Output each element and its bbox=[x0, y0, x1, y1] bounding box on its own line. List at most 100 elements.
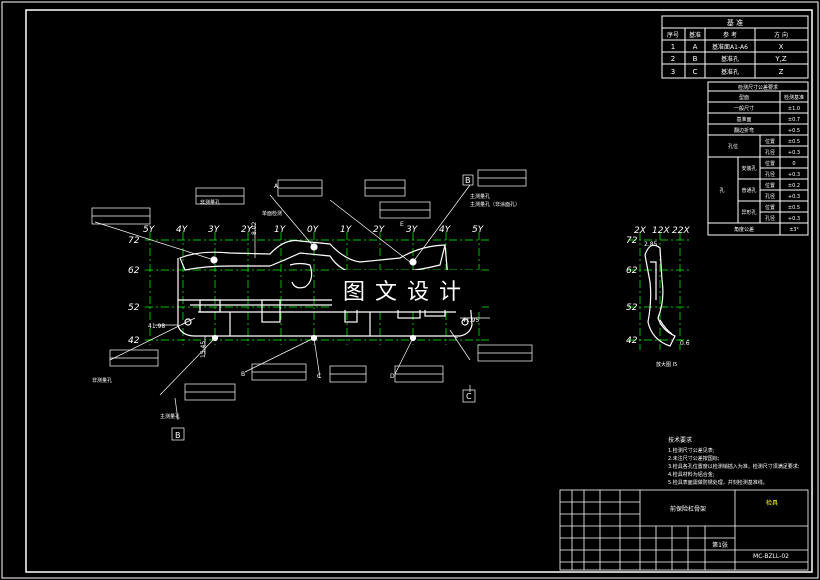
svg-text:2X: 2X bbox=[634, 226, 647, 236]
part-name: 前保险杠骨架 bbox=[670, 505, 706, 513]
callout-f: F bbox=[455, 335, 459, 342]
grid-label-z0: 72 bbox=[128, 236, 140, 246]
svg-text:52: 52 bbox=[626, 303, 638, 313]
callout-e: E bbox=[400, 221, 404, 228]
svg-text:+0.5: +0.5 bbox=[788, 128, 800, 134]
svg-text:B: B bbox=[693, 55, 698, 63]
note-non-measure-2: 非测量孔 bbox=[200, 199, 220, 206]
datum-tag-b2: B bbox=[175, 431, 181, 440]
grid-label-z1: 62 bbox=[128, 266, 140, 276]
svg-text:62: 62 bbox=[626, 266, 638, 276]
side-dim-2-85: 2.85 bbox=[644, 241, 658, 248]
tech-notes-title: 技术要求 bbox=[668, 436, 692, 444]
front-view-part bbox=[177, 239, 473, 342]
svg-text:位置: 位置 bbox=[765, 204, 775, 211]
svg-text:1.检测尺寸公差见表;: 1.检测尺寸公差见表; bbox=[668, 447, 715, 454]
svg-text:±0.5: ±0.5 bbox=[788, 139, 800, 145]
note-main-hole-2: 主测量孔（非涂面孔） bbox=[470, 201, 520, 208]
svg-text:异形孔: 异形孔 bbox=[741, 209, 756, 216]
svg-text:72: 72 bbox=[626, 236, 638, 246]
side-view-caption: 放大图 I5 bbox=[656, 361, 677, 368]
svg-text:42: 42 bbox=[626, 336, 638, 346]
svg-text:5.检具表面需做防锈处理，并刻检测基准线。: 5.检具表面需做防锈处理，并刻检测基准线。 bbox=[668, 479, 768, 486]
grid-label-x6: 1Y bbox=[340, 225, 353, 235]
datum-tag-c: C bbox=[466, 392, 472, 401]
svg-text:Y,Z: Y,Z bbox=[774, 55, 787, 63]
svg-text:一般尺寸: 一般尺寸 bbox=[734, 105, 754, 112]
technical-notes: 技术要求 1.检测尺寸公差见表; 2.未注尺寸公差按国标; 3.检具各孔位置度以… bbox=[668, 436, 800, 486]
grid-label-x5: 0Y bbox=[307, 225, 320, 235]
tolerance-table: 检测尺寸公差要求 型面 检测基准 一般尺寸 ±1.0 基准面 ±0.7 翻边折弯… bbox=[707, 81, 809, 236]
grid-label-x0: 5Y bbox=[143, 225, 156, 235]
svg-text:12X: 12X bbox=[652, 226, 670, 236]
svg-text:A: A bbox=[693, 43, 698, 51]
svg-text:±3°: ±3° bbox=[789, 227, 799, 233]
svg-text:+0.3: +0.3 bbox=[788, 172, 800, 178]
datum-header-dir: 方 向 bbox=[774, 31, 788, 39]
front-view-grid bbox=[145, 232, 490, 345]
front-view-labels: 8.02 41.98 41.95 15.45 B B C 非测量孔 非测量孔 主… bbox=[92, 176, 520, 440]
side-view-part bbox=[644, 244, 676, 347]
grid-label-x7: 2Y bbox=[373, 225, 386, 235]
svg-text:型面: 型面 bbox=[739, 94, 749, 101]
svg-text:检测尺寸公差要求: 检测尺寸公差要求 bbox=[738, 84, 778, 91]
datum-header-no: 序号 bbox=[667, 31, 679, 39]
svg-text:孔径: 孔径 bbox=[765, 171, 775, 178]
svg-text:孔径: 孔径 bbox=[765, 193, 775, 200]
svg-text:孔径: 孔径 bbox=[765, 215, 775, 222]
svg-text:基准面A1-A6: 基准面A1-A6 bbox=[712, 43, 748, 51]
dim-15-45: 15.45 bbox=[200, 341, 207, 358]
svg-text:3.检具各孔位置度以检测销插入为准，检测尺寸须满足要求;: 3.检具各孔位置度以检测销插入为准，检测尺寸须满足要求; bbox=[668, 463, 800, 470]
note-single-side: 单面检测 bbox=[262, 210, 282, 217]
fcf-frames bbox=[91, 169, 533, 441]
dim-41-95: 41.95 bbox=[462, 317, 479, 324]
datum-header-datum: 基准 bbox=[689, 31, 701, 39]
svg-text:孔位: 孔位 bbox=[728, 143, 738, 150]
callout-b: B bbox=[241, 371, 245, 378]
svg-text:±0.7: ±0.7 bbox=[788, 117, 800, 123]
svg-text:±0.2: ±0.2 bbox=[788, 183, 800, 189]
grid-label-z2: 52 bbox=[128, 303, 140, 313]
svg-text:±1.0: ±1.0 bbox=[788, 106, 800, 112]
callout-d: D bbox=[390, 373, 395, 380]
dim-8-02: 8.02 bbox=[251, 221, 258, 235]
callout-c: C bbox=[317, 373, 321, 380]
svg-text:X: X bbox=[779, 43, 784, 51]
grid-label-x8: 3Y bbox=[406, 225, 419, 235]
svg-text:C: C bbox=[693, 68, 698, 76]
svg-text:普通孔: 普通孔 bbox=[741, 187, 756, 194]
note-main-hole-1: 主测量孔 bbox=[470, 193, 490, 200]
grid-label-x4: 1Y bbox=[274, 225, 287, 235]
sheet-border-inner bbox=[25, 9, 813, 573]
svg-text:孔: 孔 bbox=[719, 187, 724, 194]
dim-41-98: 41.98 bbox=[148, 323, 165, 330]
side-view-labels: 2X 12X 22X 72 62 52 42 2.85 0.6 放大图 I5 bbox=[626, 226, 690, 368]
svg-text:+0.3: +0.3 bbox=[788, 150, 800, 156]
side-dim-0-6: 0.6 bbox=[680, 340, 690, 347]
svg-text:0: 0 bbox=[792, 161, 795, 167]
svg-text:基准孔: 基准孔 bbox=[721, 55, 739, 63]
svg-text:位置: 位置 bbox=[765, 138, 775, 145]
svg-text:位置: 位置 bbox=[765, 160, 775, 167]
callout-a: A bbox=[274, 183, 279, 190]
svg-text:4.检具材料为铝合金;: 4.检具材料为铝合金; bbox=[668, 471, 715, 478]
svg-text:2: 2 bbox=[671, 55, 675, 63]
svg-text:Z: Z bbox=[779, 68, 784, 76]
note-main-hole-3: 主测量孔 bbox=[160, 413, 180, 420]
title-block bbox=[559, 489, 809, 571]
datum-table: 基 准 序号 基准 参 考 方 向 1 A 基准面A1-A6 X 2 B 基准孔… bbox=[661, 15, 809, 79]
svg-text:1: 1 bbox=[671, 43, 675, 51]
svg-text:2.未注尺寸公差按国标;: 2.未注尺寸公差按国标; bbox=[668, 455, 720, 462]
datum-table-title: 基 准 bbox=[727, 18, 743, 27]
drawing-number: MC-BZLL-02 bbox=[753, 553, 789, 560]
side-view-grid bbox=[628, 232, 690, 350]
svg-text:±0.5: ±0.5 bbox=[788, 205, 800, 211]
svg-text:+0.3: +0.3 bbox=[788, 216, 800, 222]
sheet-number: 第1张 bbox=[712, 541, 728, 549]
svg-text:安装孔: 安装孔 bbox=[741, 165, 756, 172]
svg-text:基准孔: 基准孔 bbox=[721, 68, 739, 76]
svg-text:基准面: 基准面 bbox=[736, 116, 751, 123]
watermark: 图文设计 bbox=[332, 270, 482, 310]
